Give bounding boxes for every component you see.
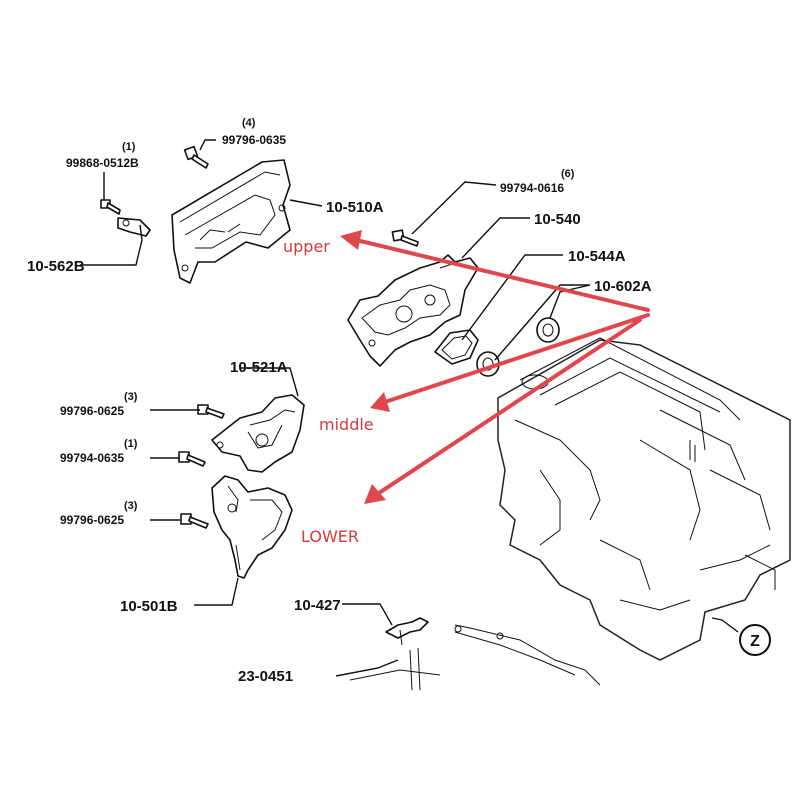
arrowhead-upper	[340, 230, 362, 250]
leader-lines	[80, 139, 739, 677]
lower-timing-cover	[211, 475, 293, 579]
bolt-99796-0625-middle	[197, 404, 225, 419]
label-10-562b: 10-562B	[27, 258, 85, 275]
annotation-lower: LOWER	[301, 527, 359, 546]
arrowhead-middle	[370, 392, 390, 412]
upper-timing-cover	[171, 159, 291, 284]
arrow-to-middle	[383, 313, 650, 404]
qty-99796-0625-a: (3)	[124, 391, 138, 403]
label-99794-0616: 99794-0616	[500, 181, 564, 195]
qty-99794-0635: (1)	[124, 438, 138, 450]
label-10-521a: 10-521A	[230, 359, 288, 376]
arrow-to-upper	[354, 238, 650, 312]
gasket-10-544a	[434, 329, 479, 365]
bolt-99794-0616	[391, 229, 419, 247]
middle-timing-cover	[211, 394, 305, 473]
part-labels: (4) 99796-0635 (1) 99868-0512B 10-510A 1…	[27, 117, 652, 685]
qty-99796-0635-top: (4)	[242, 117, 256, 129]
qty-99868-0512b: (1)	[122, 141, 136, 153]
label-10-510a: 10-510A	[326, 199, 384, 216]
arrow-to-lower	[374, 318, 642, 497]
annotation-upper: upper	[283, 237, 330, 256]
label-10-602a: 10-602A	[594, 278, 652, 295]
annotation-arrows	[340, 230, 650, 504]
label-10-544a: 10-544A	[568, 248, 626, 265]
label-10-427: 10-427	[294, 597, 341, 614]
label-99794-0635: 99794-0635	[60, 451, 124, 465]
label-99868-0512b: 99868-0512B	[66, 156, 139, 170]
view-marker-z: Z	[739, 624, 771, 656]
engine-block	[349, 337, 791, 691]
qty-99794-0616: (6)	[561, 168, 575, 180]
label-10-540: 10-540	[534, 211, 581, 228]
bolt-99796-0635-upper	[183, 145, 209, 169]
bolt-99796-0625-lower	[180, 513, 209, 529]
label-99796-0635-top: 99796-0635	[222, 133, 286, 147]
bracket-10-562b	[117, 217, 151, 237]
annotation-labels: upper middle LOWER	[283, 237, 374, 546]
sensor-10-427	[385, 617, 429, 646]
bolt-99868-0512b	[100, 199, 121, 215]
annotation-middle: middle	[319, 415, 374, 434]
label-99796-0625-b: 99796-0625	[60, 513, 124, 527]
label-23-0451: 23-0451	[238, 668, 293, 685]
view-marker-letter: Z	[750, 633, 760, 650]
arrowhead-lower	[364, 484, 386, 504]
bolt-99794-0635	[178, 451, 206, 467]
label-99796-0625-a: 99796-0625	[60, 404, 124, 418]
label-10-501b: 10-501B	[120, 598, 178, 615]
qty-99796-0625-b: (3)	[124, 500, 138, 512]
